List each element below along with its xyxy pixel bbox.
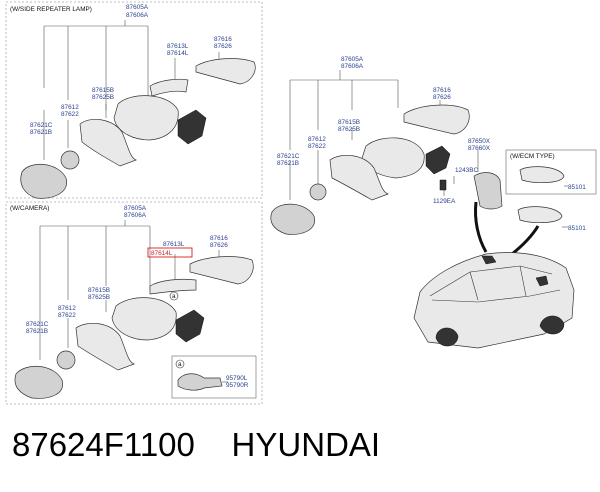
r-mirror-glass[interactable] <box>270 203 315 235</box>
bl-mirror-housing[interactable] <box>111 297 177 341</box>
tl-label-87606a[interactable]: 87606A <box>126 12 149 19</box>
tl-label-87614l[interactable]: 87614L <box>167 50 189 57</box>
bl-label-87622[interactable]: 87622 <box>58 312 76 319</box>
vehicle-illustration <box>413 252 575 349</box>
r-mirror-cap[interactable] <box>403 104 470 135</box>
r-label-1243bc[interactable]: 1243BC <box>455 167 478 174</box>
bl-mirror-glass[interactable] <box>14 366 63 399</box>
bl-mirror-bezel[interactable] <box>75 322 136 371</box>
ecm-rearview-mirror[interactable] <box>519 166 565 183</box>
r-label-87615b[interactable]: 87615B <box>338 119 360 126</box>
section-side-repeater-title: (W/SIDE REPEATER LAMP) <box>10 6 92 13</box>
std-rearview-mirror[interactable] <box>517 206 563 223</box>
panel-side-repeater: (W/SIDE REPEATER LAMP) 87605A 87606A 876… <box>5 1 263 199</box>
r-label-87622[interactable]: 87622 <box>308 143 326 150</box>
r-label-87621b[interactable]: 87621B <box>277 160 299 167</box>
bl-label-87616[interactable]: 87616 <box>210 235 228 242</box>
panel-camera: (W/CAMERA) 87605A 87606A 87616 87626 876… <box>5 201 263 405</box>
r-label-85101[interactable]: 85101 <box>568 225 586 232</box>
panel-right: 87605A 87606A 87616 87626 87615B 87625B … <box>270 56 597 349</box>
bl-label-87613l[interactable]: 87613L <box>163 241 185 248</box>
bl-mirror-actuator[interactable] <box>175 309 205 343</box>
tl-mirror-cap[interactable] <box>195 58 256 85</box>
bl-label-87614l-highlight[interactable]: 87614L <box>151 250 173 257</box>
bl-label-87605a[interactable]: 87605A <box>124 205 147 212</box>
r-label-87616[interactable]: 87616 <box>433 87 451 94</box>
bl-highlight-box <box>147 247 193 258</box>
bl-label-95790r[interactable]: 95790R <box>226 382 249 389</box>
section-camera-title: (W/CAMERA) <box>10 205 49 212</box>
tl-mirror-housing[interactable] <box>113 95 179 141</box>
section-ecm-title: (W/ECM TYPE) <box>510 153 555 160</box>
r-label-87605a[interactable]: 87605A <box>341 56 364 63</box>
tl-mirror-actuator[interactable] <box>177 109 207 145</box>
bl-side-repeater-lamp[interactable] <box>149 278 197 295</box>
tl-side-repeater-lamp[interactable] <box>149 78 189 97</box>
tl-label-87612[interactable]: 87612 <box>61 104 79 111</box>
tl-mirror-motor[interactable] <box>60 150 80 170</box>
bl-label-87621c[interactable]: 87621C <box>26 321 49 328</box>
part-number-caption: 87624F1100 HYUNDAI <box>12 426 381 463</box>
tl-label-87626[interactable]: 87626 <box>214 43 232 50</box>
tl-label-87621c[interactable]: 87621C <box>30 122 53 129</box>
r-screw[interactable] <box>439 179 447 191</box>
tl-label-87625b[interactable]: 87625B <box>92 94 114 101</box>
r-label-85101-ecm[interactable]: 85101 <box>568 184 586 191</box>
tl-mirror-glass[interactable] <box>20 164 67 199</box>
bl-label-87625b[interactable]: 87625B <box>88 294 110 301</box>
bl-label-87621b[interactable]: 87621B <box>26 328 48 335</box>
camera-unit[interactable] <box>177 373 223 391</box>
r-mirror-bezel[interactable] <box>329 154 390 201</box>
camera-inset-letter: a <box>178 361 182 368</box>
r-label-87625b[interactable]: 87625B <box>338 126 360 133</box>
bl-callout-circle <box>169 291 179 301</box>
r-label-87660x[interactable]: 87660X <box>468 145 491 152</box>
bl-label-87612[interactable]: 87612 <box>58 305 76 312</box>
r-label-1129ea[interactable]: 1129EA <box>433 198 456 205</box>
bl-label-87606a[interactable]: 87606A <box>124 212 147 219</box>
r-mirror-actuator[interactable] <box>425 145 451 175</box>
bl-label-95790l[interactable]: 95790L <box>226 375 248 382</box>
bl-mirror-cap[interactable] <box>189 256 254 285</box>
r-label-87650x[interactable]: 87650X <box>468 138 491 145</box>
r-label-87606a[interactable]: 87606A <box>341 63 364 70</box>
bl-mirror-motor[interactable] <box>56 350 76 370</box>
pointer-to-mirror <box>474 201 488 253</box>
bl-label-87615b[interactable]: 87615B <box>88 287 110 294</box>
tl-label-87613l[interactable]: 87613L <box>167 43 189 50</box>
tl-label-87622[interactable]: 87622 <box>61 111 79 118</box>
bl-label-87626[interactable]: 87626 <box>210 242 228 249</box>
bl-callout-letter: a <box>172 293 176 300</box>
tl-label-87621b[interactable]: 87621B <box>30 129 52 136</box>
r-label-87626[interactable]: 87626 <box>433 94 451 101</box>
r-label-87612[interactable]: 87612 <box>308 136 326 143</box>
tl-label-87605a[interactable]: 87605A <box>126 4 149 11</box>
pointer-to-cabin <box>511 225 540 256</box>
camera-inset-marker <box>175 359 185 369</box>
tl-label-87616[interactable]: 87616 <box>214 36 232 43</box>
r-mirror-motor[interactable] <box>309 183 327 201</box>
r-label-87621c[interactable]: 87621C <box>277 153 300 160</box>
tl-label-87615b[interactable]: 87615B <box>92 87 114 94</box>
r-mirror-cover[interactable] <box>473 172 503 210</box>
tl-mirror-bezel[interactable] <box>79 118 138 167</box>
